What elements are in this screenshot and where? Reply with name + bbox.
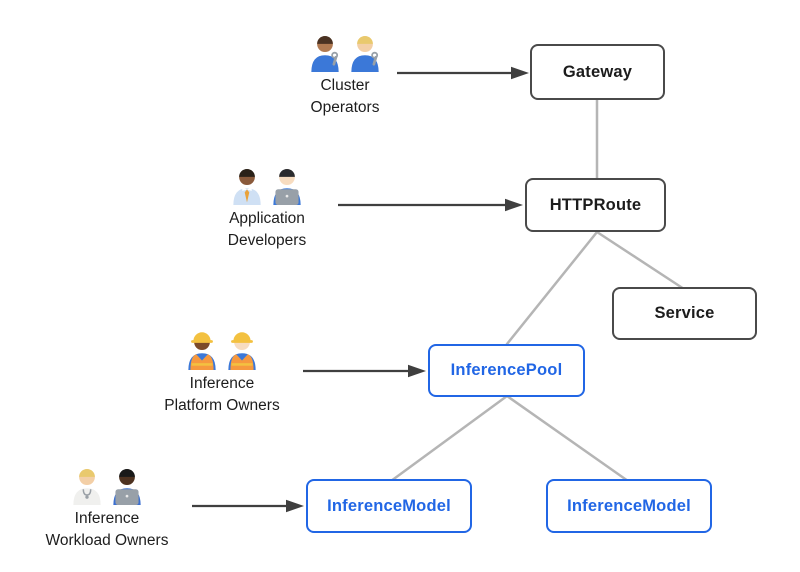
health-worker-icon (68, 463, 106, 505)
node-service: Service (612, 287, 757, 340)
persona-label-line: Cluster (320, 77, 370, 94)
woman-construction-worker-icon (183, 328, 221, 370)
persona-cluster-operators: Cluster Operators (270, 30, 420, 119)
persona-label-line: Workload Owners (45, 532, 169, 549)
arrow-inference-workload-owners-to-inferencemodel (192, 499, 304, 513)
persona-application-developers: Application Developers (192, 163, 342, 252)
node-inferencepool: InferencePool (428, 344, 585, 397)
persona-label-line: Developers (227, 232, 307, 249)
man-office-worker-icon (228, 163, 266, 205)
persona-inference-platform-owners: Inference Platform Owners (147, 328, 297, 417)
woman-technologist-icon (268, 163, 306, 205)
node-gateway-label: Gateway (562, 62, 633, 81)
edge-httproute-inferencepool (505, 230, 599, 346)
persona-label-line: Application (229, 210, 305, 227)
persona-inference-platform-owners-icons (147, 328, 297, 370)
arrow-inference-platform-owners-to-inferencepool (303, 364, 426, 378)
node-inferencemodel-right: InferenceModel (546, 479, 712, 533)
persona-label-line: Operators (310, 99, 380, 116)
edge-inferencepool-inferencemodel-right (505, 394, 630, 483)
persona-label-line: Inference (74, 510, 140, 527)
node-inferencepool-label: InferencePool (450, 361, 563, 379)
node-inferencemodel-right-label: InferenceModel (567, 496, 691, 515)
persona-application-developers-icons (192, 163, 342, 205)
node-httproute-label: HTTPRoute (549, 195, 642, 214)
node-httproute: HTTPRoute (525, 178, 666, 232)
persona-inference-workload-owners-icons (17, 463, 197, 505)
node-service-label: Service (654, 304, 715, 322)
edge-httproute-service (595, 230, 686, 291)
man-construction-worker-icon (223, 328, 261, 370)
woman-mechanic-icon (346, 30, 384, 72)
node-inferencemodel-left-label: InferenceModel (327, 496, 451, 515)
persona-inference-workload-owners: Inference Workload Owners (17, 463, 197, 552)
persona-label-line: Platform Owners (164, 397, 280, 414)
edge-inferencepool-inferencemodel-left (389, 394, 509, 483)
arrow-application-developers-to-httproute (338, 198, 523, 212)
node-inferencemodel-left: InferenceModel (306, 479, 472, 533)
man-mechanic-icon (306, 30, 344, 72)
persona-cluster-operators-icons (270, 30, 420, 72)
persona-label-line: Inference (189, 375, 255, 392)
dark-skin-technologist-icon (108, 463, 146, 505)
arrow-cluster-operators-to-gateway (397, 66, 529, 80)
node-gateway: Gateway (530, 44, 665, 100)
